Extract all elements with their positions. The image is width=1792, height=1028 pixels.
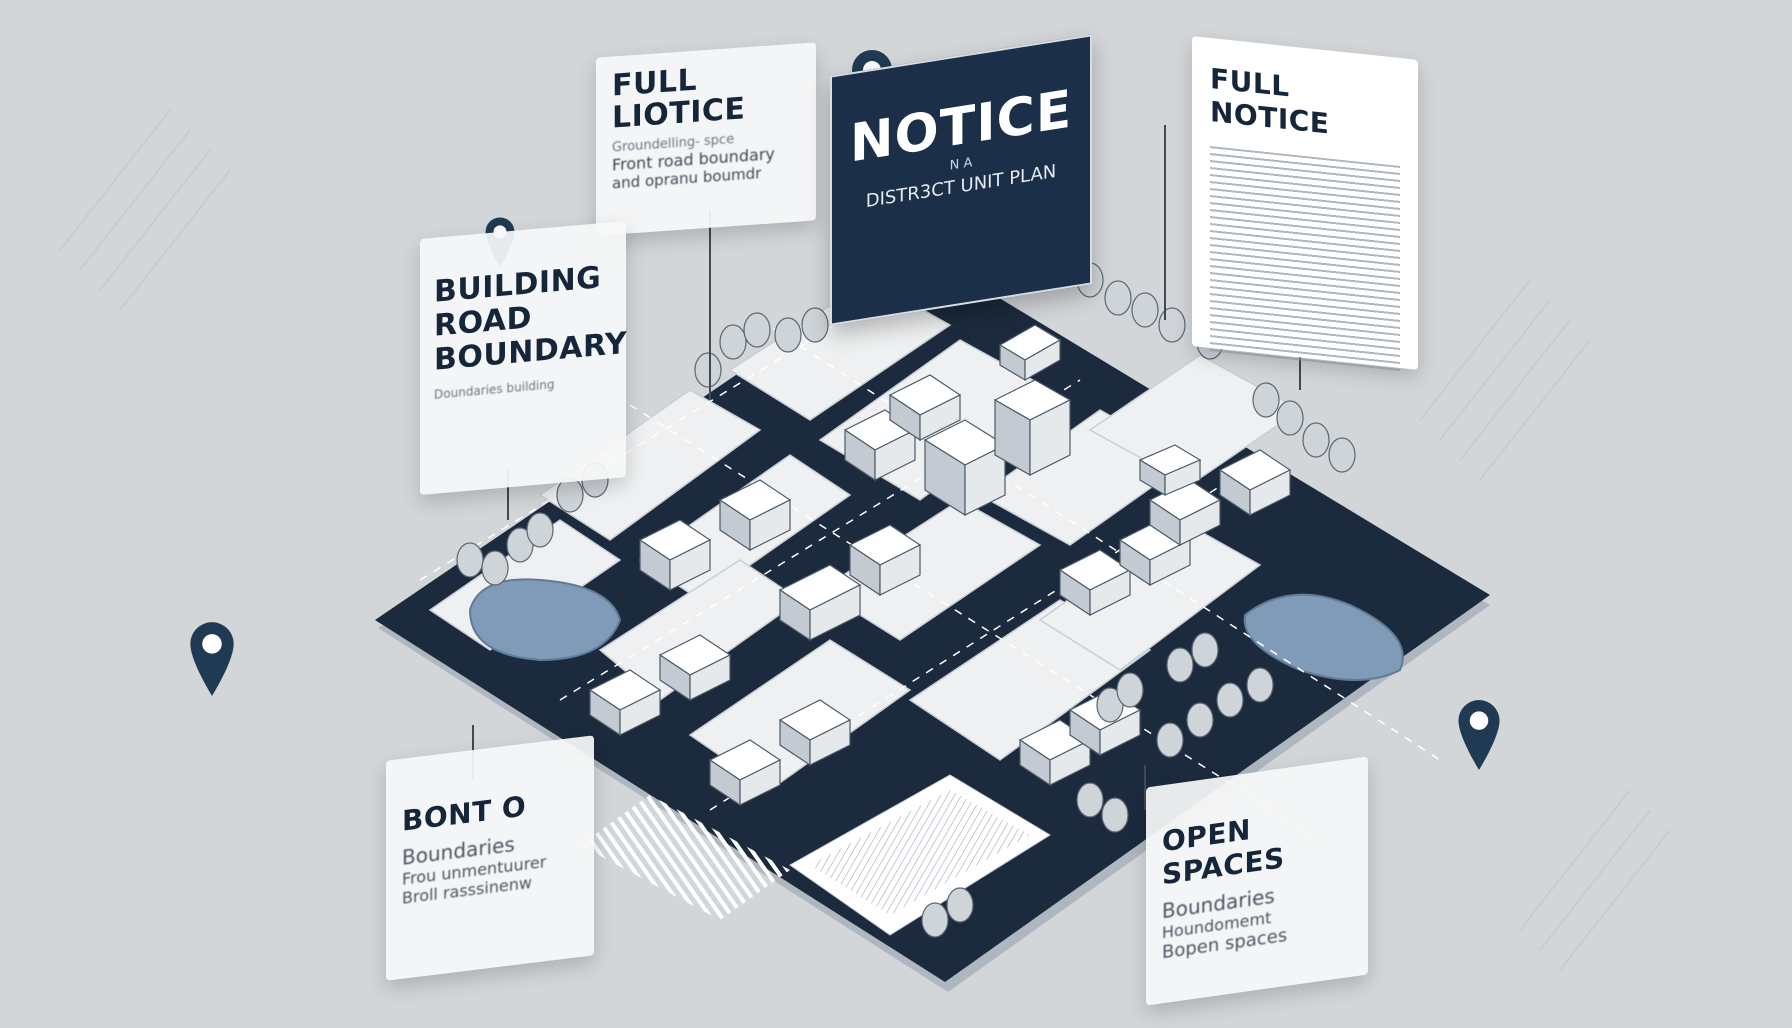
building <box>848 524 922 597</box>
tree <box>1191 632 1219 668</box>
tree <box>1131 292 1159 328</box>
tree <box>946 887 974 923</box>
plaza-hatch <box>810 790 1030 915</box>
notice-sign-bottom-left: BONT O Boundaries Frou unmentuurer Broll… <box>386 735 594 981</box>
tree <box>1104 280 1132 316</box>
tree <box>526 512 554 548</box>
buildings <box>588 324 1292 807</box>
tree <box>694 352 722 388</box>
crosswalk <box>580 795 790 920</box>
notice-sign-bottom-right: OPEN SPACES Boundaries Houndomemt Bopen … <box>1146 756 1368 1006</box>
tree <box>1246 667 1274 703</box>
building <box>638 519 712 592</box>
tree <box>1116 672 1144 708</box>
building <box>1218 449 1292 517</box>
location-pin-icon <box>1456 698 1502 776</box>
building-tall <box>923 419 1007 517</box>
location-pin-icon <box>188 620 236 702</box>
tree <box>1216 682 1244 718</box>
pond-left <box>468 578 622 662</box>
tree <box>1156 722 1184 758</box>
tree <box>743 312 771 348</box>
tree <box>1302 422 1330 458</box>
building <box>708 739 782 807</box>
block <box>538 389 762 541</box>
building <box>888 374 962 442</box>
notice-sign-left: BUILDING ROAD BOUNDARY Doundaries buildi… <box>420 220 627 496</box>
tree <box>719 324 747 360</box>
tree <box>481 550 509 586</box>
building-tall <box>993 379 1072 477</box>
sign-title: FULL NOTICE <box>1210 62 1330 141</box>
tree <box>774 317 802 353</box>
tree <box>1101 797 1129 833</box>
tree <box>1158 307 1186 343</box>
sign-text-line: Doundaries building <box>434 377 555 402</box>
building <box>778 699 852 767</box>
tree <box>1276 400 1304 436</box>
building <box>588 669 662 737</box>
building <box>998 324 1062 382</box>
tree <box>556 477 584 513</box>
notice-sign-top-left: FULL LIOTICE Groundelling- spce Front ro… <box>596 42 816 236</box>
building <box>1148 479 1222 547</box>
tree <box>1252 382 1280 418</box>
building <box>658 634 732 702</box>
tree <box>1328 437 1356 473</box>
tree <box>456 542 484 578</box>
tree <box>801 307 829 343</box>
tree <box>921 902 949 938</box>
notice-sign-center: NOTICE N A DISTR3CT UNIT PLAN <box>830 34 1092 326</box>
block <box>818 499 1042 641</box>
background-texture <box>59 109 1671 971</box>
building <box>1138 444 1202 497</box>
tree <box>1076 782 1104 818</box>
trees <box>456 232 1356 938</box>
tree <box>1166 647 1194 683</box>
notice-sign-top-right: FULL NOTICE <box>1192 36 1418 376</box>
tree <box>1186 702 1214 738</box>
sign-text-block <box>1210 146 1400 376</box>
building <box>718 479 792 552</box>
building <box>778 564 862 642</box>
